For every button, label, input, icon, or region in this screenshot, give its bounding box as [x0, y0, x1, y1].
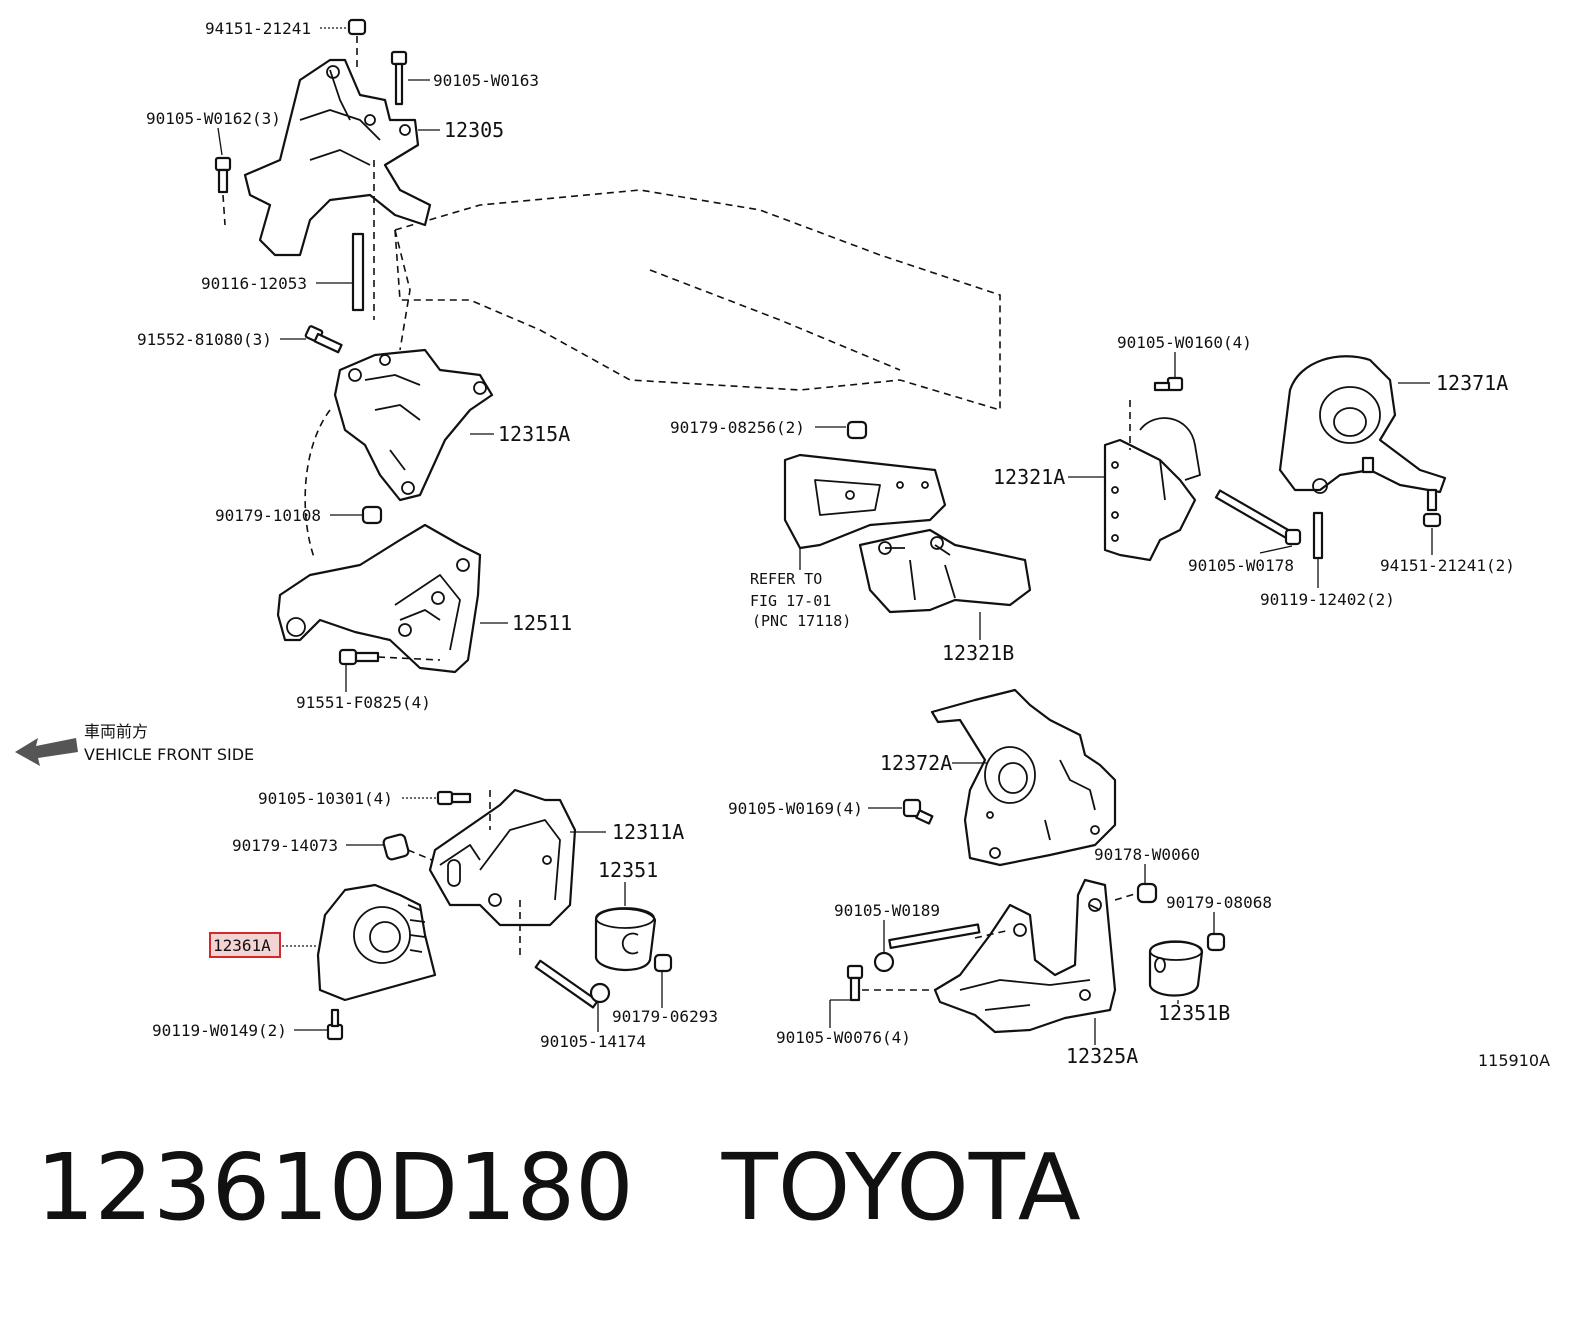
bolt-90105-w0178 [1214, 489, 1302, 546]
label-91551-f0825: 91551-F0825(4) [296, 693, 431, 712]
mount-12372a [930, 688, 1117, 867]
bracket-12325a [933, 878, 1117, 1034]
bolt-90105-14174 [534, 959, 611, 1009]
label-12305: 12305 [444, 118, 504, 142]
bolt-91551-f0825 [338, 648, 441, 666]
label-12372a: 12372A [880, 751, 952, 775]
bracket-12315a [333, 348, 494, 502]
highlight-box [209, 932, 281, 958]
stud-90116-12053 [351, 160, 375, 320]
nut-90179-10108 [361, 505, 383, 525]
nut-90179-08068 [1206, 932, 1226, 952]
nut-94151-21241 [347, 18, 367, 70]
label-90105-w0160: 90105-W0160(4) [1117, 333, 1252, 352]
leader-lines [217, 27, 1433, 1045]
label-94151-21241: 94151-21241 [205, 19, 311, 38]
label-12325a: 12325A [1066, 1044, 1138, 1068]
label-12351b: 12351B [1158, 1001, 1230, 1025]
part-number: 123610D180 [36, 1134, 634, 1241]
label-12511: 12511 [512, 611, 572, 635]
label-90105-w0076: 90105-W0076(4) [776, 1028, 911, 1047]
direction-jp: 車両前方 [84, 722, 148, 741]
refer-line-2: FIG 17-01 [750, 592, 831, 610]
bracket-12511 [276, 523, 482, 674]
refer-line-3: (PNC 17118) [752, 612, 851, 630]
label-94151-21241-2: 94151-21241(2) [1380, 556, 1515, 575]
brand-name: TOYOTA [721, 1134, 1081, 1241]
label-90179-06293: 90179-06293 [612, 1007, 718, 1026]
bolt-90105-w0163 [390, 50, 408, 106]
bracket-12321a [1103, 400, 1201, 562]
label-90116-12053: 90116-12053 [201, 274, 307, 293]
label-90179-08068: 90179-08068 [1166, 893, 1272, 912]
label-90105-w0169: 90105-W0169(4) [728, 799, 863, 818]
bolt-91552-81080 [304, 325, 343, 354]
label-90105-w0163: 90105-W0163 [433, 71, 539, 90]
label-12311a: 12311A [612, 820, 684, 844]
nut-90179-06293 [653, 953, 673, 973]
bolt-90105-w0162 [214, 156, 232, 226]
label-90105-10301: 90105-10301(4) [258, 789, 393, 808]
nut-90179-14073 [382, 833, 433, 861]
label-90119-12402: 90119-12402(2) [1260, 590, 1395, 609]
label-12351: 12351 [598, 858, 658, 882]
engine-outline [304, 189, 1001, 561]
label-91552-81080: 91552-81080(3) [137, 330, 272, 349]
label-12315a: 12315A [498, 422, 570, 446]
figure-id: 115910A [1478, 1051, 1550, 1070]
bolt-90105-w0169 [902, 798, 934, 825]
label-90105-w0189: 90105-W0189 [834, 901, 940, 920]
label-12371a: 12371A [1436, 371, 1508, 395]
label-12321b: 12321B [942, 641, 1014, 665]
bushing-12351 [594, 907, 657, 972]
bolt-90105-10301 [436, 790, 472, 806]
label-90179-08256: 90179-08256(2) [670, 418, 805, 437]
bracket-12311a [428, 788, 577, 955]
label-90179-10108: 90179-10108 [215, 506, 321, 525]
bolt-90105-w0160 [1153, 376, 1184, 392]
mount-12305 [243, 58, 432, 257]
label-12321a: 12321A [993, 465, 1065, 489]
bushing-12351b [1148, 940, 1204, 997]
label-90105-14174: 90105-14174 [540, 1032, 646, 1051]
stud-90119-12402 [1312, 511, 1324, 560]
nut-90179-08256 [846, 420, 868, 440]
label-90178-w0060: 90178-W0060 [1094, 845, 1200, 864]
bolt-90105-w0076 [846, 964, 935, 1002]
nut-90178-w0060 [1114, 882, 1158, 904]
label-90119-w0149: 90119-W0149(2) [152, 1021, 287, 1040]
mount-12361a [316, 883, 437, 1041]
bracket-refer-17118 [783, 453, 947, 550]
nut-94151-21241-2 [1422, 488, 1442, 528]
label-90105-w0178: 90105-W0178 [1188, 556, 1294, 575]
mount-12371a [1278, 355, 1447, 494]
bolt-90105-w0189 [873, 923, 1011, 973]
label-12361a[interactable]: 12361A [213, 936, 271, 955]
direction-en: VEHICLE FRONT SIDE [84, 745, 254, 764]
bracket-12321b [858, 528, 1032, 614]
label-90105-w0162: 90105-W0162(3) [146, 109, 281, 128]
refer-line-1: REFER TO [750, 570, 822, 588]
arrow-left-icon [15, 738, 78, 766]
label-90179-14073: 90179-14073 [232, 836, 338, 855]
